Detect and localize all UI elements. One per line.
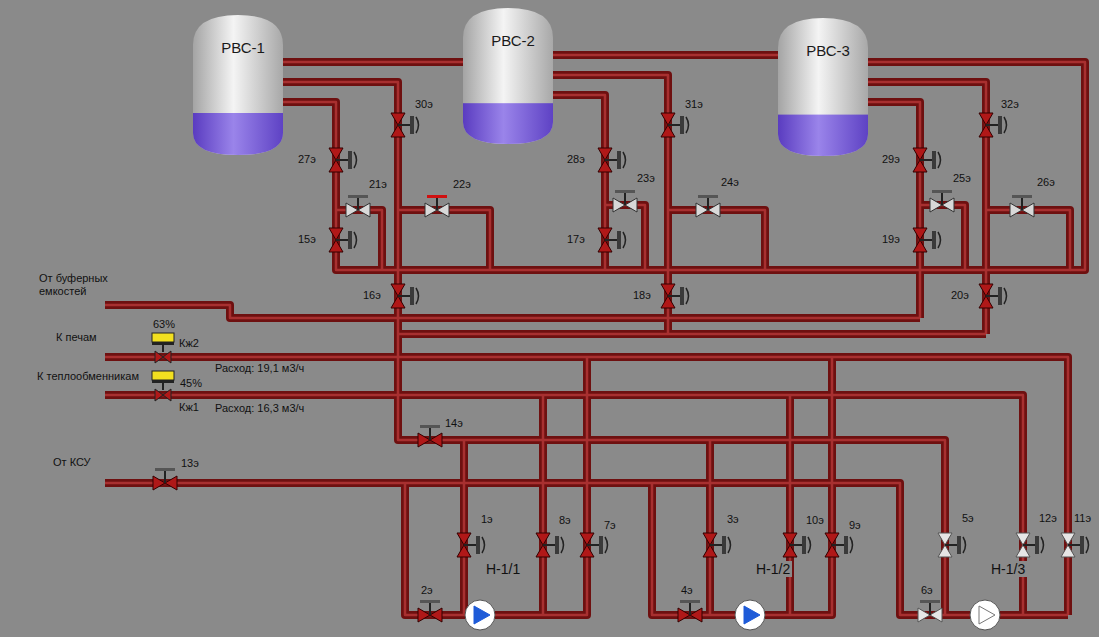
tank-name: РВС-1 bbox=[193, 39, 293, 56]
pump: Н-1/3 bbox=[969, 599, 1001, 631]
tank-shape bbox=[193, 15, 283, 155]
control-valve-tag: Кж1 bbox=[178, 401, 200, 414]
valve-tag: 31э bbox=[684, 98, 704, 111]
pump-symbol bbox=[734, 599, 766, 631]
valve-tag: 14э bbox=[444, 417, 464, 430]
gate-valve-symbol bbox=[346, 190, 1034, 217]
pump-name: Н-1/3 bbox=[989, 561, 1027, 577]
pipe-label: К теплообменникам bbox=[36, 370, 140, 383]
valve-handle bbox=[427, 195, 447, 198]
valve-tag: 16э bbox=[362, 289, 382, 302]
valve-tag: 9э bbox=[848, 519, 862, 532]
pump-name: Н-1/2 bbox=[754, 561, 792, 577]
pump-name: Н-1/1 bbox=[484, 561, 522, 577]
valve-tag: 27э bbox=[297, 153, 317, 166]
valve-tag: 28э bbox=[566, 153, 586, 166]
pipe bbox=[105, 55, 1085, 615]
valve-tag: 1э bbox=[480, 513, 494, 526]
valve-tag: 29э bbox=[881, 153, 901, 166]
control-valve bbox=[152, 333, 174, 363]
tank-body bbox=[463, 8, 553, 144]
valve-tag: 7э bbox=[603, 519, 617, 532]
valve-tag: 25э bbox=[952, 172, 972, 185]
valve-tag: 10э bbox=[805, 514, 825, 527]
valve-tag: 17э bbox=[566, 233, 586, 246]
valve-tag: 24э bbox=[720, 176, 740, 189]
pipe-label: К печам bbox=[55, 331, 98, 344]
tank-name: РВС-3 bbox=[778, 42, 878, 59]
pump-symbol bbox=[464, 599, 496, 631]
valve-tag: 23э bbox=[636, 172, 656, 185]
storage-tank: РВС-2 bbox=[463, 8, 563, 144]
tank-body bbox=[193, 15, 283, 155]
valve-tag: 18э bbox=[632, 289, 652, 302]
tank-liquid bbox=[463, 103, 553, 144]
valve-tag: 11э bbox=[1073, 512, 1092, 525]
valve-tag: 26э bbox=[1036, 176, 1056, 189]
valve-tag: 30э bbox=[414, 98, 434, 111]
valve-tag: 4э bbox=[680, 584, 694, 597]
tank-liquid bbox=[778, 115, 868, 156]
pipe-label: От КСУ bbox=[52, 456, 92, 469]
valve-tag: 15э bbox=[297, 233, 317, 246]
pump: Н-1/1 bbox=[464, 599, 496, 631]
valve-tag: 12э bbox=[1038, 512, 1058, 525]
valve-symbol-off bbox=[918, 533, 1089, 622]
valve-tag: 19э bbox=[881, 233, 901, 246]
tank-liquid bbox=[193, 113, 283, 155]
pipe-label: От буферных емкостей bbox=[38, 272, 118, 297]
valve-tag: 8э bbox=[558, 514, 572, 527]
tank-shape bbox=[778, 18, 868, 156]
valve-tag: 21э bbox=[368, 178, 388, 191]
tank-shape bbox=[463, 8, 553, 144]
control-valve-tag: Кж2 bbox=[178, 337, 200, 350]
storage-tank: РВС-3 bbox=[778, 18, 878, 156]
valve-tag: 22э bbox=[452, 178, 472, 191]
valve-position: 45% bbox=[179, 377, 203, 390]
tank-body bbox=[778, 18, 868, 156]
valve-tag: 3э bbox=[726, 513, 740, 526]
valve-tag: 13э bbox=[180, 457, 200, 470]
pipe-highlight bbox=[105, 55, 1085, 615]
pump-symbol bbox=[969, 599, 1001, 631]
valve-tag: 5э bbox=[961, 512, 975, 525]
flow-reading: Расход: 16,3 м3/ч bbox=[214, 402, 305, 415]
tank-name: РВС-2 bbox=[463, 32, 563, 49]
valve-symbol bbox=[153, 113, 1007, 622]
valve-position: 63% bbox=[152, 318, 176, 331]
valve-tag: 32э bbox=[1000, 98, 1020, 111]
valve-tag: 20э bbox=[950, 289, 970, 302]
flow-reading: Расход: 19,1 м3/ч bbox=[214, 362, 305, 375]
valve-tag: 6э bbox=[920, 584, 934, 597]
pump: Н-1/2 bbox=[734, 599, 766, 631]
control-valve bbox=[152, 371, 174, 401]
valve-tag: 2э bbox=[420, 584, 434, 597]
storage-tank: РВС-1 bbox=[193, 15, 293, 155]
